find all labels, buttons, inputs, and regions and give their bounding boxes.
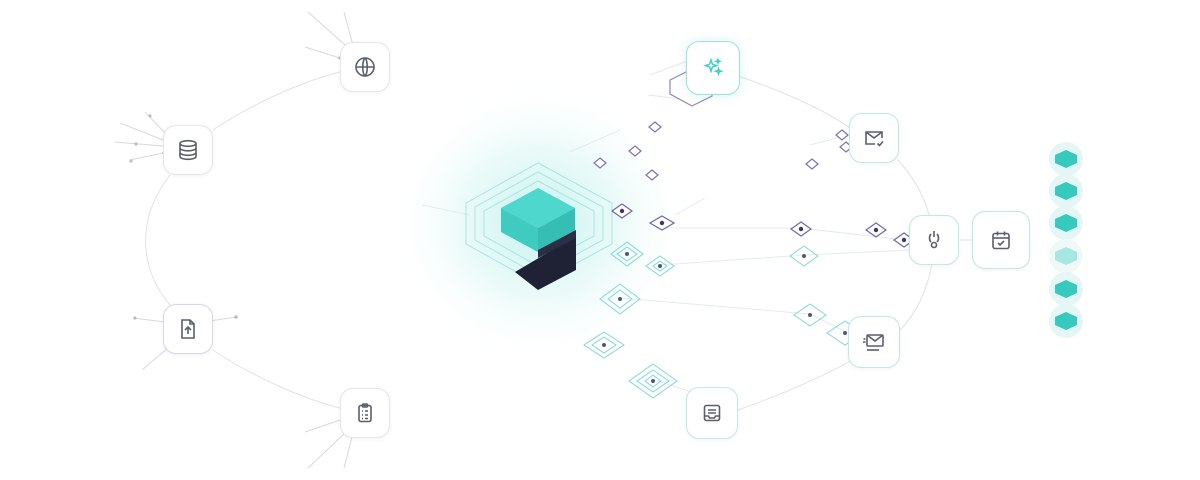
file-upload-node[interactable] [163, 304, 213, 354]
flow-lines [421, 59, 911, 396]
marker-diamond [648, 121, 662, 133]
isometric-cube-icon [501, 188, 576, 290]
calendar-node[interactable] [972, 211, 1030, 269]
teal-hexagon-icon [1055, 150, 1077, 168]
hook-icon [928, 231, 940, 249]
teal-hexagon-icon [1055, 312, 1077, 330]
marker-teal [583, 331, 625, 359]
marker-diamond [645, 169, 659, 181]
hook-node[interactable] [909, 215, 959, 265]
globe-node[interactable] [340, 42, 390, 92]
sparkles-icon [703, 57, 724, 77]
clipboard-list-icon [358, 403, 372, 423]
teal-hexagon-icon [1055, 280, 1077, 298]
left-spikes [114, 11, 353, 469]
mail-send-icon [863, 334, 884, 351]
calendar-check-icon [992, 231, 1010, 250]
clipboard-node[interactable] [340, 388, 390, 438]
marker-teal [644, 374, 662, 388]
teal-hexagon-light-icon [1055, 247, 1077, 265]
hexagon-stack [1049, 142, 1083, 338]
marker-teal [645, 255, 675, 277]
mail-check-icon [865, 131, 884, 147]
sparkles-node[interactable] [686, 41, 740, 95]
marker-teal [789, 245, 819, 267]
marker-diamond [628, 145, 642, 157]
mail-send-node[interactable] [848, 316, 900, 368]
left-connectors [145, 71, 341, 409]
mail-check-node[interactable] [849, 113, 899, 163]
marker-teal [599, 283, 641, 315]
marker-teal [628, 363, 678, 399]
marker-teal [636, 369, 670, 393]
inbox-node[interactable] [686, 387, 738, 439]
teal-hexagon-icon [1055, 214, 1077, 232]
marker-teal [607, 289, 633, 309]
database-node[interactable] [163, 125, 213, 175]
globe-icon [355, 57, 375, 77]
marker-diamond [805, 158, 819, 170]
marker-diamond [593, 157, 607, 169]
marker-teal [616, 246, 638, 262]
violet-eye-dots [619, 208, 907, 243]
marker-teal [652, 260, 668, 272]
marker-teal [591, 336, 617, 354]
teal-markers [583, 241, 864, 399]
inbox-icon [703, 404, 721, 422]
file-upload-icon [181, 319, 195, 339]
teal-hexagon-icon [1055, 182, 1077, 200]
marker-diamond [835, 129, 849, 141]
marker-teal [610, 241, 644, 267]
teal-marker-dots [602, 252, 847, 383]
database-icon [179, 139, 197, 161]
marker-teal [793, 303, 827, 327]
